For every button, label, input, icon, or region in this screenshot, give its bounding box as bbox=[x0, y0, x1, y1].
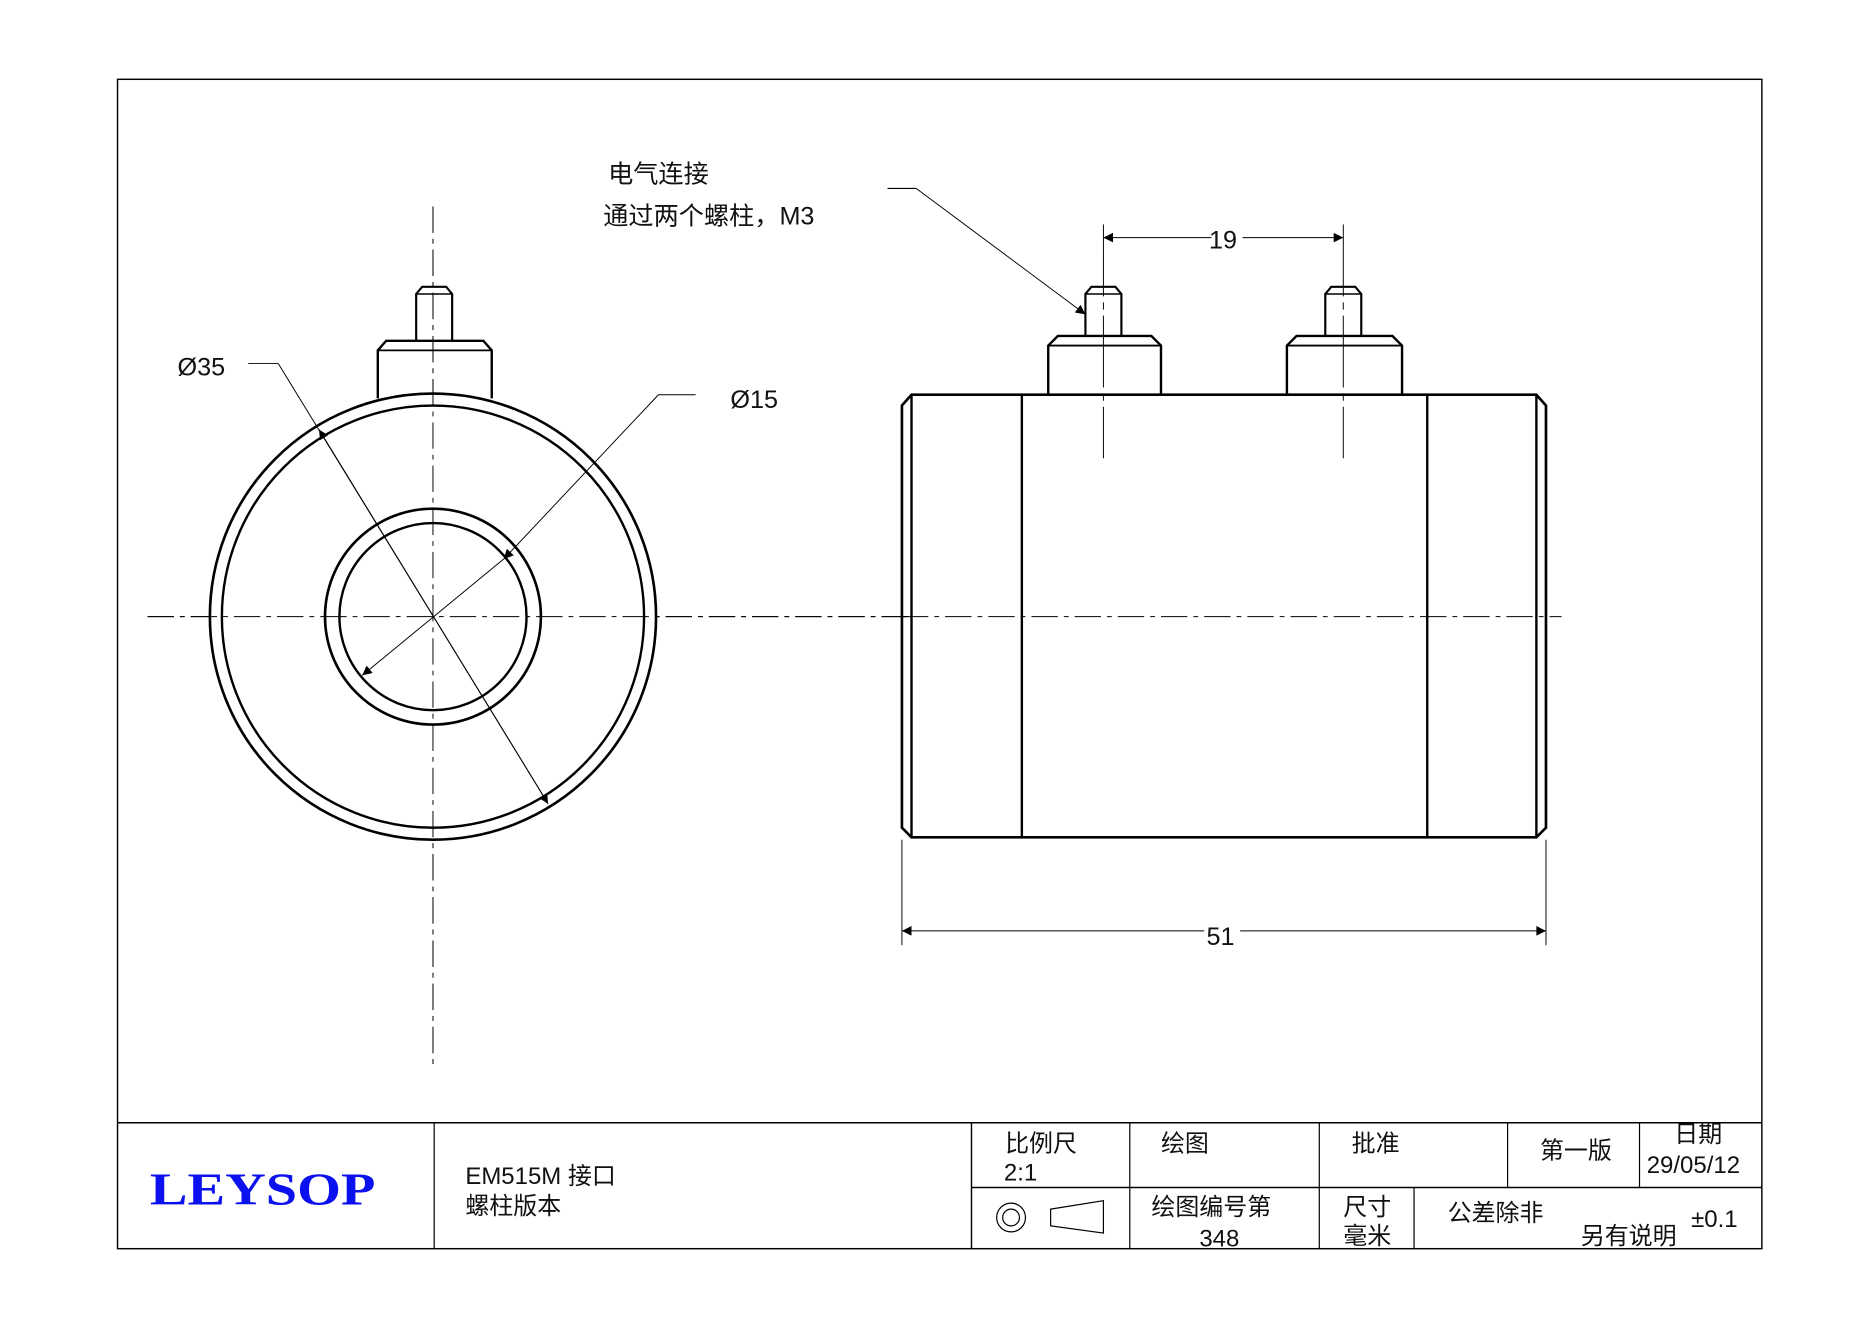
tolerance-value: ±0.1 bbox=[1691, 1206, 1737, 1233]
date-label: 日期 bbox=[1674, 1121, 1722, 1148]
drawing-number-value: 348 bbox=[1199, 1225, 1239, 1252]
date-value: 29/05/12 bbox=[1647, 1152, 1740, 1179]
inner-diameter-label: Ø15 bbox=[730, 386, 778, 414]
annotation-line-2: 通过两个螺柱，M3 bbox=[603, 202, 814, 230]
drawing-border bbox=[116, 78, 1763, 1250]
part-description-2: 螺柱版本 bbox=[465, 1193, 561, 1220]
first-angle-projection-icon bbox=[996, 1200, 1105, 1234]
company-logo: LEYSOP bbox=[150, 1163, 375, 1214]
stud-spacing-label: 19 bbox=[1209, 226, 1237, 254]
part-description-1: EM515M 接口 bbox=[465, 1163, 616, 1190]
revision-label: 第一版 bbox=[1540, 1138, 1612, 1165]
tolerance-label-1: 公差除非 bbox=[1448, 1200, 1544, 1227]
outer-diameter-label: Ø35 bbox=[178, 354, 226, 382]
title-block bbox=[117, 1122, 1762, 1249]
units-label-1: 尺寸 bbox=[1343, 1194, 1391, 1221]
approved-label: 批准 bbox=[1352, 1131, 1400, 1158]
end-view bbox=[147, 206, 912, 1068]
drawn-label: 绘图 bbox=[1161, 1131, 1209, 1158]
drawing-number-label: 绘图编号第 bbox=[1151, 1194, 1271, 1221]
scale-value: 2:1 bbox=[1004, 1159, 1037, 1186]
scale-label: 比例尺 bbox=[1005, 1131, 1077, 1158]
units-label-2: 毫米 bbox=[1343, 1223, 1391, 1250]
side-view bbox=[887, 187, 1562, 946]
tolerance-label-2: 另有说明 bbox=[1581, 1223, 1677, 1250]
annotation-line-1: 电气连接 bbox=[608, 160, 709, 188]
overall-length-label: 51 bbox=[1207, 923, 1235, 951]
